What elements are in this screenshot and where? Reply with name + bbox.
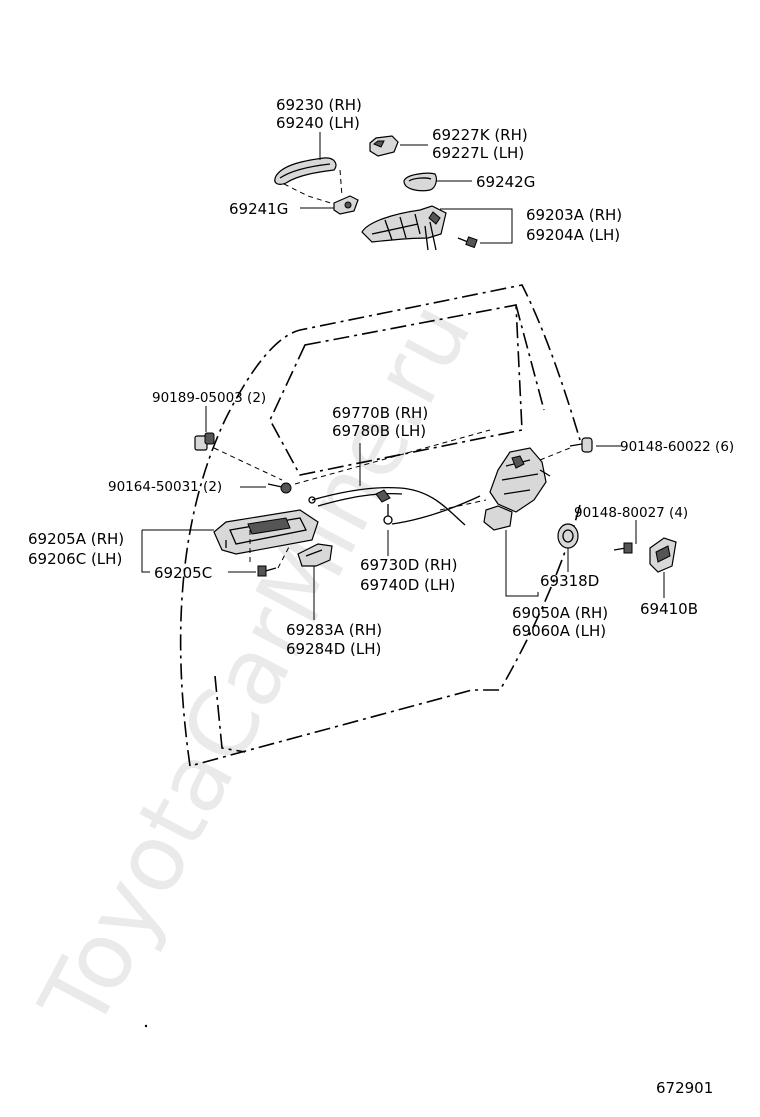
- bolt-90189: [194, 432, 215, 451]
- label-90189: 90189-05003 (2): [152, 390, 266, 406]
- label-69206c: 69206C (LH): [28, 550, 122, 568]
- label-69205c: 69205C: [154, 564, 212, 582]
- label-69780b: 69780B (LH): [332, 422, 426, 440]
- screw-90148-6: [569, 437, 593, 453]
- stray-dot: [144, 1024, 148, 1028]
- label-69230: 69230 (RH): [276, 96, 362, 114]
- label-69227k: 69227K (RH): [432, 126, 528, 144]
- grommet-69318d: [557, 523, 579, 549]
- dash-69205c: [249, 530, 291, 569]
- dash-90189: [213, 447, 283, 481]
- label-69410b: 69410B: [640, 600, 698, 618]
- label-69318d: 69318D: [540, 572, 599, 590]
- label-69240: 69240 (LH): [276, 114, 360, 132]
- striker-69410b: [649, 537, 677, 573]
- label-69060a: 69060A (LH): [512, 622, 606, 640]
- leader-69205-bracket: [141, 529, 214, 573]
- label-69227l: 69227L (LH): [432, 144, 524, 162]
- inside-handle-bezel: [297, 543, 333, 567]
- leader-69050: [505, 530, 539, 597]
- label-69283a: 69283A (RH): [286, 621, 382, 639]
- pad-69241g: [333, 195, 359, 215]
- pad-69242g: [403, 172, 437, 192]
- label-69203a: 69203A (RH): [526, 206, 622, 224]
- screw-69205c: [257, 565, 277, 577]
- label-69740d: 69740D (LH): [360, 576, 455, 594]
- cable-assembly: [308, 486, 481, 526]
- top-dash-1: [283, 183, 335, 205]
- outside-handle: [274, 157, 337, 185]
- label-69730d: 69730D (RH): [360, 556, 457, 574]
- label-69241g: 69241G: [229, 200, 288, 218]
- label-69050a: 69050A (RH): [512, 604, 608, 622]
- leader-69203: [440, 208, 513, 244]
- frame-bolt: [457, 236, 478, 249]
- door-lock: [483, 447, 551, 531]
- label-69242g: 69242G: [476, 173, 535, 191]
- inside-handle: [213, 509, 319, 555]
- screw-90148-4: [613, 542, 633, 554]
- handle-cover: [369, 135, 399, 157]
- dash-window-right: [294, 429, 491, 485]
- door-outline: [179, 284, 581, 767]
- figure-number: 672901: [656, 1079, 713, 1097]
- screw-90164: [267, 482, 292, 494]
- label-90164: 90164-50031 (2): [108, 479, 222, 495]
- label-69770b: 69770B (RH): [332, 404, 428, 422]
- label-69204a: 69204A (LH): [526, 226, 620, 244]
- dash-lock-rod: [439, 499, 487, 511]
- label-69205a: 69205A (RH): [28, 530, 124, 548]
- label-69284d: 69284D (LH): [286, 640, 381, 658]
- label-90148-60022: 90148-60022 (6): [620, 439, 734, 455]
- handle-frame: [361, 205, 447, 251]
- top-dash-2: [339, 169, 343, 197]
- dash-90148-6: [539, 447, 571, 461]
- label-90148-80027: 90148-80027 (4): [574, 505, 688, 521]
